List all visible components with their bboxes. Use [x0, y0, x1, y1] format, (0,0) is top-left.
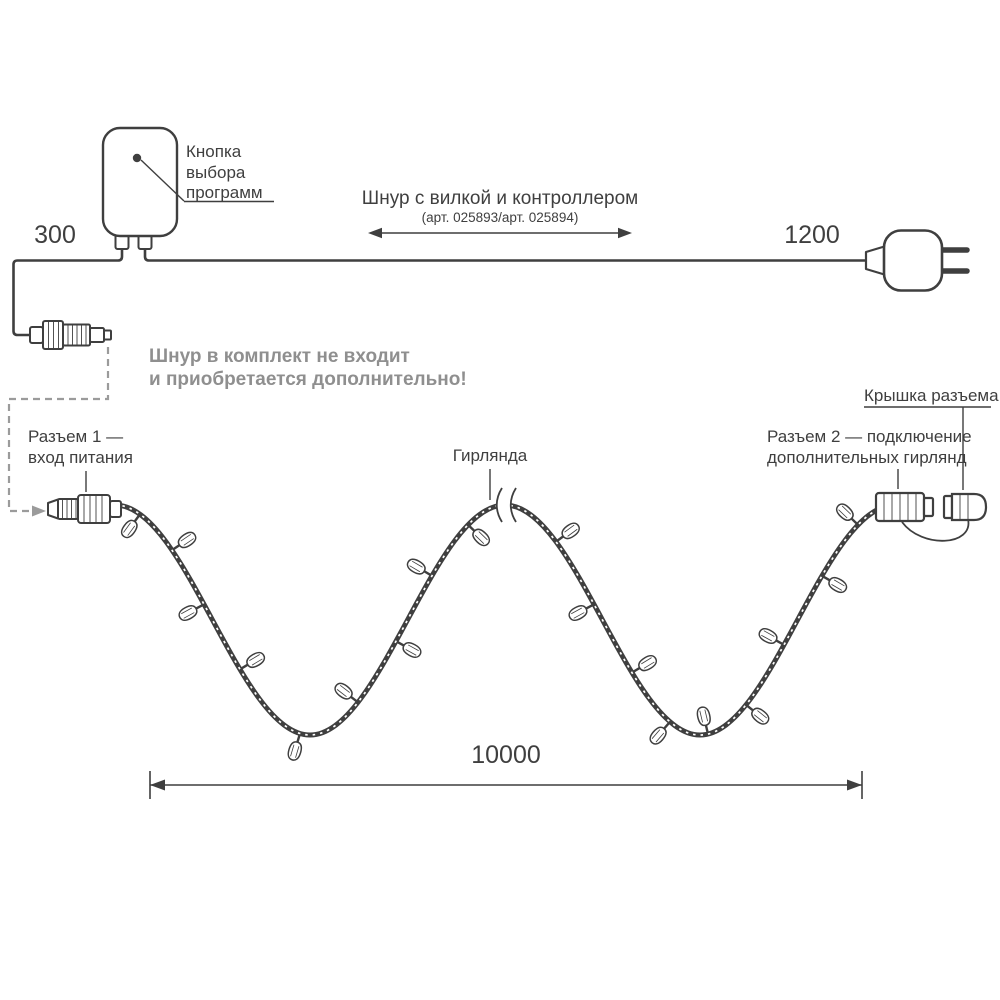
- led-light: [467, 524, 491, 547]
- program-button-dot: [132, 153, 142, 163]
- arrowhead-right: [847, 779, 862, 791]
- led-light: [178, 603, 204, 621]
- arrowhead-left: [368, 227, 382, 239]
- led-light: [758, 628, 784, 646]
- label-cord-title: Шнур с вилкой и контроллером: [361, 188, 639, 209]
- led-light: [172, 531, 197, 551]
- connector-cap: [942, 492, 988, 522]
- label-connector2: Разъем 2 — подключение дополнительных ги…: [767, 427, 997, 468]
- label-not-included: Шнур в комплект не входит и приобретаетс…: [149, 345, 479, 391]
- led-light: [396, 640, 422, 658]
- label-line: программ: [186, 183, 263, 202]
- cord-right: [143, 248, 870, 262]
- controller: [101, 126, 179, 250]
- label-line: вход питания: [28, 447, 133, 467]
- connector-1: [29, 320, 112, 350]
- label-line: выбора: [186, 162, 246, 182]
- dimension-1200: 1200: [784, 221, 840, 249]
- dimension-300: 300: [34, 221, 76, 249]
- led-light: [287, 734, 303, 761]
- led-light: [240, 651, 266, 670]
- garland-break-mark: [495, 487, 517, 523]
- led-light: [556, 522, 580, 543]
- controller-body: [101, 126, 179, 238]
- cord-left: [12, 248, 124, 337]
- label-connector1: Разъем 1 — вход питания: [28, 427, 158, 468]
- label-line: Разъем 1 —: [28, 427, 124, 446]
- label-garland: Гирлянда: [452, 446, 528, 465]
- arrowhead-left: [150, 779, 165, 791]
- optional-cord-dashed: [7, 347, 110, 517]
- led-light: [568, 603, 594, 621]
- garland-input-connector: [47, 494, 122, 524]
- led-light: [334, 682, 358, 703]
- cap-leash: [901, 518, 970, 542]
- garland-leds: [120, 503, 859, 761]
- arrowhead-right: [618, 227, 632, 239]
- led-light: [649, 721, 671, 745]
- led-light: [632, 655, 658, 674]
- garland-dimension: [149, 771, 863, 799]
- led-light: [822, 575, 848, 594]
- label-line: Шнур в комплект не входит: [149, 346, 410, 367]
- label-cap: Крышка разъема: [864, 386, 999, 405]
- label-line: Кнопка: [186, 142, 242, 161]
- label-cord-article: (арт. 025893/арт. 025894): [421, 210, 579, 225]
- leader-lines: [85, 159, 991, 500]
- label-line: Разъем 2 — подключение: [767, 427, 972, 446]
- cord-span-arrow: [368, 227, 632, 239]
- plug-body: [882, 229, 944, 292]
- label-line: дополнительных гирлянд: [767, 447, 967, 467]
- label-program-button: Кнопка выбора программ: [186, 142, 286, 204]
- dimension-10000: 10000: [471, 741, 541, 769]
- connector-2: [874, 491, 970, 542]
- led-light: [696, 706, 711, 734]
- garland-wire: [114, 502, 896, 738]
- program-button-leader: [140, 159, 185, 202]
- power-plug: [864, 229, 970, 292]
- label-line: и приобретается дополнительно!: [149, 369, 467, 390]
- led-light: [406, 558, 432, 577]
- led-light: [120, 514, 141, 539]
- arrowhead: [32, 505, 46, 517]
- led-light: [746, 704, 770, 725]
- led-light: [835, 503, 859, 525]
